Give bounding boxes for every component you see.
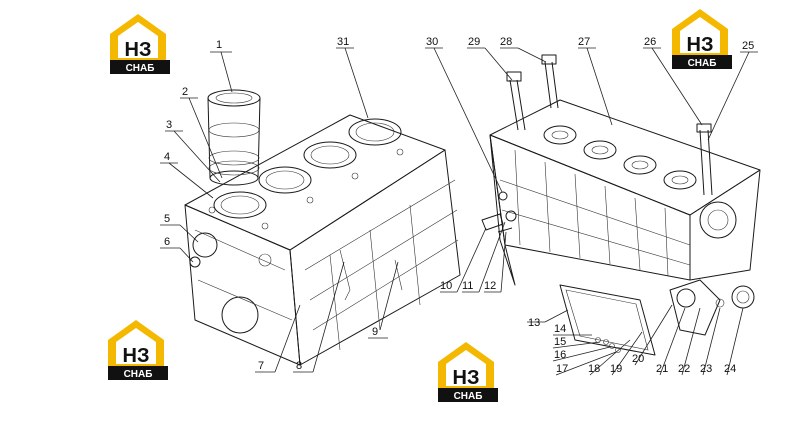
callout-label: 22: [678, 363, 690, 375]
callout-label: 13: [528, 317, 540, 329]
brand-logo: НЗ СНАБ: [108, 320, 168, 380]
callout-label: 5: [164, 213, 170, 225]
callout-label: 29: [468, 36, 480, 48]
brand-logo: НЗ СНАБ: [110, 14, 170, 74]
callout-label: 23: [700, 363, 712, 375]
callout-label: 27: [578, 36, 590, 48]
callout-label: 25: [742, 40, 754, 52]
callout-label: 10: [440, 280, 452, 292]
logo-letters: НЗ: [125, 39, 152, 61]
callout-label: 9: [372, 326, 378, 338]
callout-label: 2: [182, 86, 188, 98]
callout-label: 31: [337, 36, 349, 48]
callout-label: 30: [426, 36, 438, 48]
callout-label: 4: [164, 151, 170, 163]
logo-letters: НЗ: [453, 367, 480, 389]
logo-caption: СНАБ: [454, 391, 483, 402]
callout-label: 6: [164, 236, 170, 248]
engine-block-left: [184, 114, 461, 366]
callout-label: 17: [556, 363, 568, 375]
callout-label: 15: [554, 336, 566, 348]
callout-label: 14: [554, 323, 566, 335]
callout-label: 3: [166, 119, 172, 131]
callout-label: 19: [610, 363, 622, 375]
callout-label: 20: [632, 353, 644, 365]
logo-caption: СНАБ: [688, 58, 717, 69]
logo-caption: СНАБ: [124, 369, 153, 380]
callout-label: 18: [588, 363, 600, 375]
leader-lines: [160, 47, 758, 376]
logo-letters: НЗ: [687, 34, 714, 56]
callout-label: 11: [462, 280, 473, 292]
callout-label: 24: [724, 363, 736, 375]
callout-label: 12: [484, 280, 496, 292]
callout-label: 28: [500, 36, 512, 48]
callout-labels: 1 2 3 4 5 6 7 8 9 10 11 12 13 14 15 16 1…: [164, 36, 754, 375]
callout-label: 16: [554, 349, 566, 361]
callout-label: 7: [258, 360, 264, 372]
callout-label: 26: [644, 36, 656, 48]
brand-logo: НЗ СНАБ: [672, 9, 732, 69]
logo-letters: НЗ: [123, 345, 150, 367]
callout-label: 1: [216, 39, 222, 51]
callout-label: 21: [656, 363, 668, 375]
logo-caption: СНАБ: [126, 63, 155, 74]
callout-label: 8: [296, 360, 302, 372]
brand-logo: НЗ СНАБ: [438, 342, 498, 402]
engine-block-right: [481, 54, 761, 356]
cylinder-liner: [207, 89, 261, 186]
